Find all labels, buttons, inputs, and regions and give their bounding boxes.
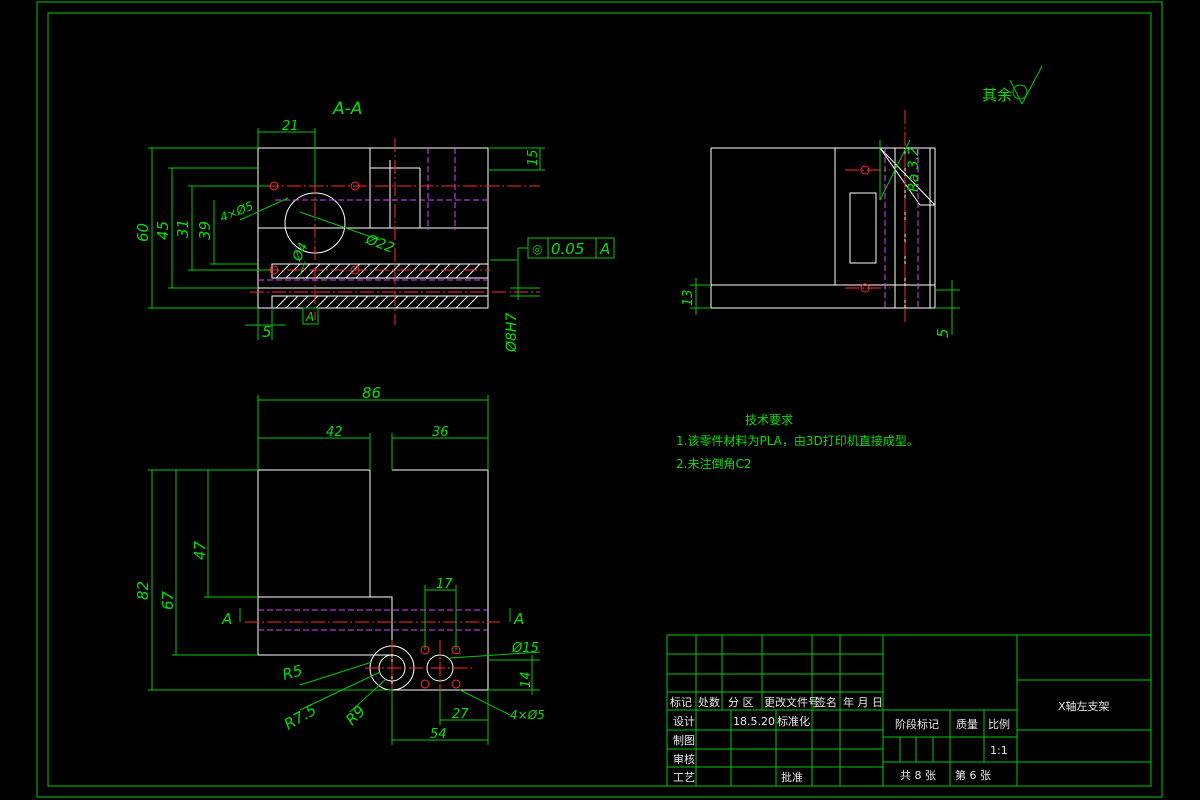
lbl-zhitu: 制图 (673, 734, 695, 747)
dim-r9: R9 (342, 702, 369, 729)
dim-side-5: 5 (934, 328, 952, 338)
title-block: X轴左支架 标记 处数 分 区 更改文件号 签名 年 月 日 设计 18.5.2… (666, 634, 1152, 787)
dim-36: 36 (432, 425, 449, 440)
dim-14: 14 (519, 671, 534, 688)
tolerance-symbol: ◎ (532, 242, 542, 256)
val-sheji-date: 18.5.20 (733, 715, 775, 728)
dim-5: 5 (262, 323, 272, 341)
cut-label-right: A (513, 610, 524, 628)
dim-82: 82 (134, 581, 152, 600)
dim-phi15: Ø15 (511, 641, 539, 656)
hdr-date: 年 月 日 (843, 695, 883, 709)
cut-label-left: A (221, 610, 232, 628)
tolerance-datum: A (599, 240, 610, 258)
hatch-band-lower (271, 295, 489, 309)
dim-22: Ø22 (363, 231, 397, 256)
section-label: A-A (332, 99, 362, 119)
dim-15: 15 (526, 149, 541, 166)
lbl-bili: 比例 (988, 717, 1010, 731)
inner-border (47, 12, 1152, 787)
dim-42: 42 (326, 425, 343, 440)
tech-line-2: 2.未注倒角C2 (676, 456, 751, 471)
plan-view: 86 42 36 47 82 67 17 Ø15 14 R5 R7.5 R9 2… (134, 384, 545, 745)
dim-39: 39 (196, 221, 214, 240)
dim-31: 31 (174, 219, 192, 238)
val-gong: 共 8 张 (900, 769, 936, 782)
datum-box-letter: A (305, 310, 314, 324)
roughness-value: Ra 3.2 (906, 147, 922, 192)
roughness-symbol (1009, 65, 1043, 105)
tolerance-value: 0.05 (551, 240, 584, 258)
outer-border (36, 1, 1163, 798)
dim-4: Ø4 (290, 241, 312, 265)
tech-requirements: 技术要求 1.该零件材料为PLA，由3D打印机直接成型。 2.未注倒角C2 (676, 413, 919, 471)
hdr-chushu: 处数 (698, 696, 720, 709)
lbl-zhiliang: 质量 (956, 718, 978, 731)
dim-21: 21 (282, 119, 299, 134)
lbl-jieduan: 阶段标记 (895, 717, 939, 731)
dim-60: 60 (134, 223, 152, 242)
hdr-biaoji: 标记 (670, 695, 692, 709)
part-name: X轴左支架 (1058, 699, 1110, 713)
dim-27: 27 (452, 707, 469, 722)
dim-8h7: Ø8H7 (504, 313, 520, 353)
tolerance-frame: ◎ 0.05 A (518, 237, 615, 259)
dim-67: 67 (159, 590, 177, 610)
hdr-fenqu: 分 区 (728, 696, 754, 709)
dim-4x5: 4×Ø5 (218, 199, 255, 225)
lbl-gongyi: 工艺 (673, 771, 695, 784)
lbl-biaozhunhua: 标准化 (777, 714, 810, 728)
dim-47: 47 (191, 540, 209, 560)
dim-86: 86 (362, 384, 381, 402)
side-view: 其余 Ra 3.2 13 5 (681, 65, 1043, 338)
lbl-sheji: 设计 (673, 715, 695, 728)
section-view: A-A (134, 99, 615, 353)
dim-17: 17 (436, 577, 453, 592)
tech-title: 技术要求 (745, 413, 793, 427)
lbl-shenhe: 审核 (673, 752, 695, 766)
dim-13: 13 (681, 289, 696, 306)
tech-line-1: 1.该零件材料为PLA，由3D打印机直接成型。 (676, 433, 919, 448)
hdr-gengai: 更改文件号 (764, 695, 819, 709)
lbl-pizhun: 批准 (781, 770, 803, 784)
dim-45: 45 (154, 221, 172, 240)
val-di: 第 6 张 (955, 768, 991, 782)
hatch-band-upper (271, 263, 489, 279)
surface-note: 其余 (982, 86, 1012, 104)
dim-r5: R5 (280, 661, 304, 684)
hdr-qianming: 签名 (815, 695, 837, 709)
dim-r75: R7.5 (281, 701, 320, 734)
val-bili: 1:1 (990, 744, 1008, 757)
dim-plan-4x5: 4×Ø5 (510, 708, 545, 722)
dim-54: 54 (430, 727, 447, 742)
